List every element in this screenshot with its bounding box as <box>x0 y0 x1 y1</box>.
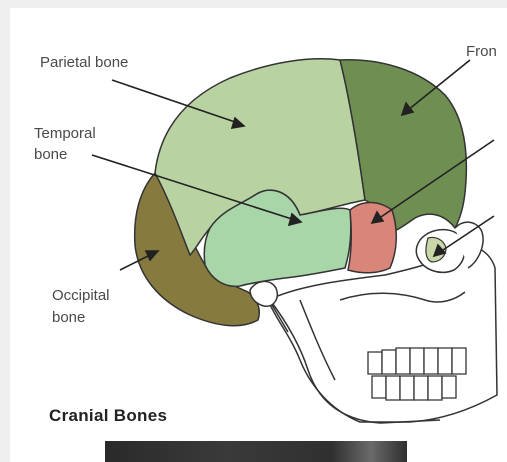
label-parietal-bone: Parietal bone <box>40 53 128 72</box>
photo-strip <box>105 441 407 462</box>
label-frontal-bone: Fron <box>466 42 497 61</box>
diagram-title: Cranial Bones <box>49 406 167 426</box>
teeth <box>368 348 466 400</box>
label-occipital-line1: Occipital <box>52 286 110 305</box>
label-temporal-line1: Temporal <box>34 124 96 143</box>
label-occipital-line2: bone <box>52 308 85 327</box>
label-temporal-line2: bone <box>34 145 67 164</box>
sphenoid-bone <box>348 203 396 273</box>
